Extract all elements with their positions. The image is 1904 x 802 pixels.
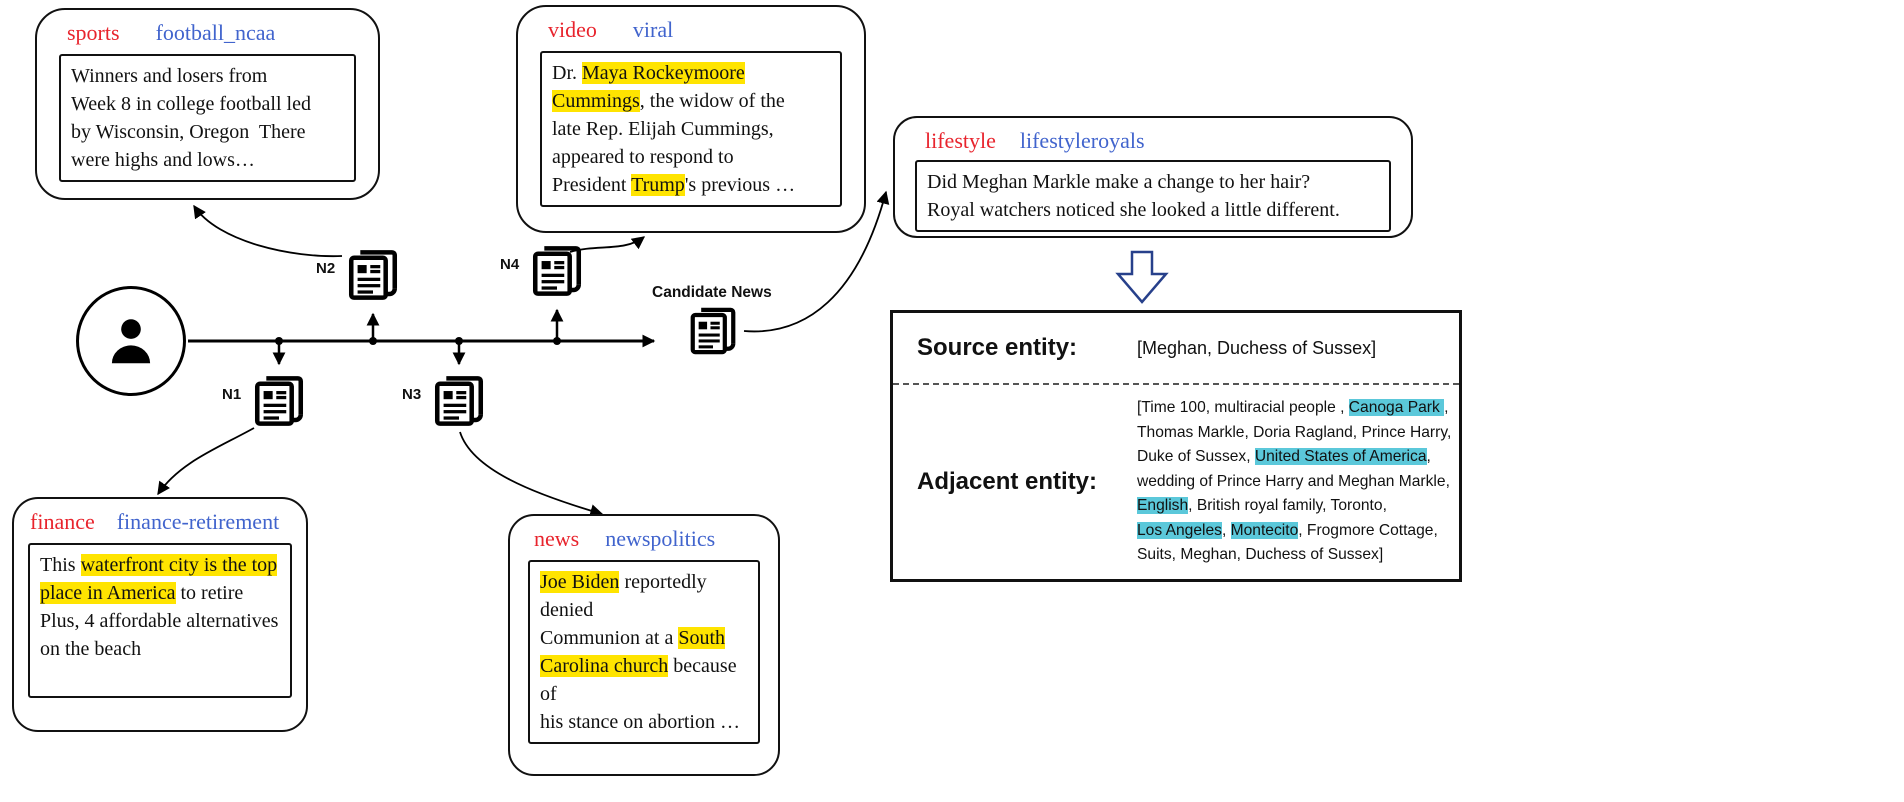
news-snippet-sports: Winners and losers from Week 8 in colleg…: [59, 54, 356, 182]
source-entity-value: [Meghan, Duchess of Sussex]: [1137, 337, 1377, 358]
node-label-n4: N4: [500, 256, 520, 273]
newspaper-icon-n4: [528, 242, 586, 300]
arrow-n3-to-news: [459, 431, 604, 517]
news-box-sports: sports football_ncaa Winners and losers f…: [35, 8, 380, 200]
user-icon: [76, 286, 186, 396]
category-label-news: news: [534, 526, 580, 551]
adjacent-entity-row: Adjacent entity: [Time 100, multiracial …: [893, 385, 1459, 579]
category-row: video viral: [518, 7, 864, 43]
node-label-n1: N1: [222, 386, 242, 403]
category-label-video: video: [548, 17, 597, 42]
newspaper-icon-candidate: [686, 304, 740, 358]
category-label-lifestyle: lifestyle: [925, 128, 996, 153]
subcategory-label-lifestyle: lifestyleroyals: [1019, 128, 1145, 153]
node-label-n3: N3: [402, 386, 422, 403]
news-snippet-finance: This waterfront city is the top place in…: [28, 543, 292, 698]
adjacent-entity-value: [Time 100, multiracial people , Canoga P…: [1137, 399, 1452, 564]
news-snippet-video: Dr. Maya Rockeymoore Cummings, the widow…: [540, 51, 842, 207]
source-entity-label: Source entity:: [917, 334, 1078, 361]
news-box-video: video viral Dr. Maya Rockeymoore Cummings…: [516, 5, 866, 233]
newspaper-icon-n1: [250, 372, 308, 430]
category-row: lifestyle lifestyleroyals: [895, 118, 1411, 154]
newspaper-icon-n3: [430, 372, 488, 430]
arrow-n1-to-finance: [157, 427, 255, 496]
category-row: sports football_ncaa: [37, 10, 378, 46]
news-snippet-lifestyle: Did Meghan Markle make a change to her h…: [915, 160, 1391, 232]
source-entity-row: Source entity: [Meghan, Duchess of Susse…: [893, 313, 1459, 383]
news-snippet-news: Joe Biden reportedly denied Communion at…: [528, 560, 760, 744]
subcategory-label-finance: finance-retirement: [116, 509, 280, 534]
down-block-arrow: [1115, 250, 1169, 304]
arrow-n2-to-sports: [193, 204, 343, 258]
subcategory-label-news: newspolitics: [605, 526, 716, 551]
category-row: news newspolitics: [510, 516, 778, 552]
arrow-candidate-to-lifestyle: [743, 190, 890, 333]
newspaper-icon-n2: [344, 246, 402, 304]
news-box-news: news newspolitics Joe Biden reportedly de…: [508, 514, 780, 776]
entity-panel: Source entity: [Meghan, Duchess of Susse…: [890, 310, 1462, 582]
news-box-lifestyle: lifestyle lifestyleroyals Did Meghan Mark…: [893, 116, 1413, 238]
news-box-finance: finance finance-retirement This waterfron…: [12, 497, 308, 732]
node-label-n2: N2: [316, 260, 336, 277]
adjacent-entity-label: Adjacent entity:: [917, 468, 1098, 495]
candidate-news-label: Candidate News: [652, 284, 772, 301]
category-label-sports: sports: [67, 20, 120, 45]
subcategory-label-sports: football_ncaa: [155, 20, 276, 45]
category-row: finance finance-retirement: [14, 499, 306, 535]
subcategory-label-video: viral: [632, 17, 674, 42]
person-icon: [100, 310, 162, 372]
dashed-divider: [893, 383, 1459, 385]
category-label-finance: finance: [30, 509, 95, 534]
